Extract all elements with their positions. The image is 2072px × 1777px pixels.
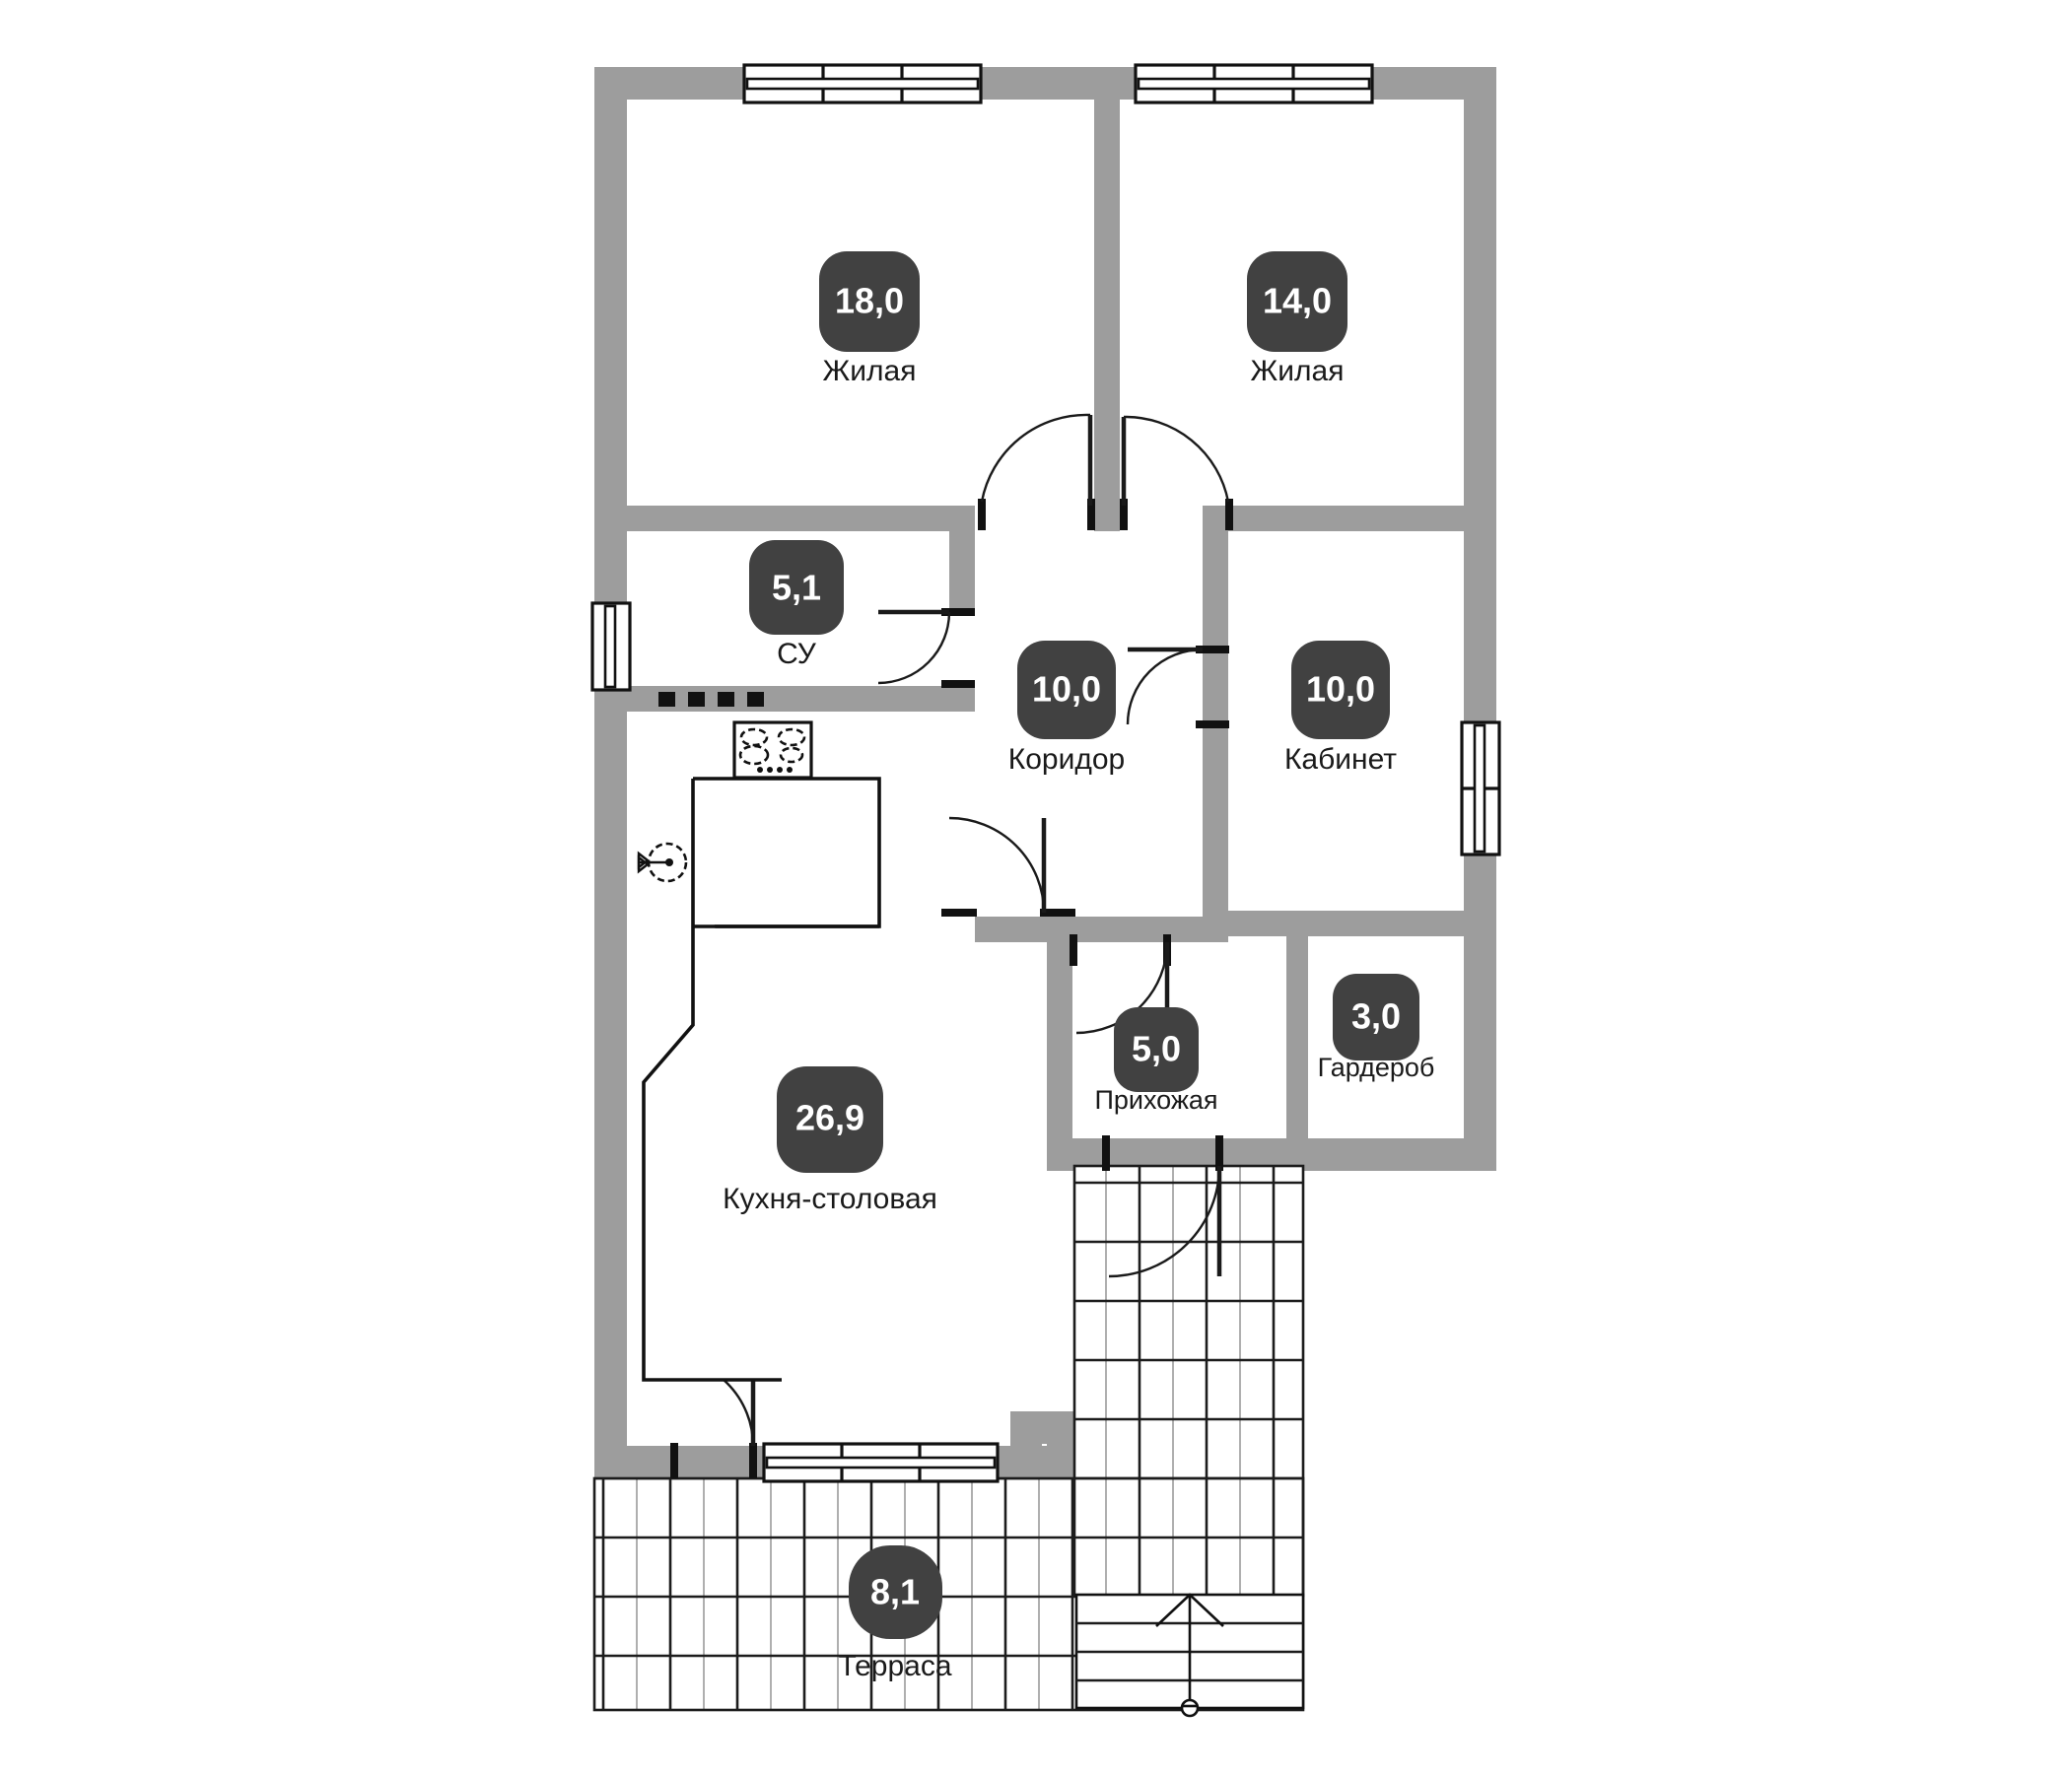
- room-terrace[interactable]: 8,1 Терраса: [838, 1545, 952, 1682]
- window-bottom-kitchen: [762, 1442, 1000, 1483]
- area-badge: [1333, 974, 1419, 1060]
- area-value: 5,1: [772, 568, 821, 608]
- area-value: 3,0: [1351, 996, 1401, 1037]
- area-value: 14,0: [1263, 281, 1332, 321]
- room-name: Прихожая: [1094, 1085, 1217, 1115]
- interior-wall-corridor-bottom: [1072, 917, 1228, 942]
- area-badge: [749, 540, 844, 635]
- room-name: Кухня-столовая: [723, 1183, 937, 1215]
- area-badge: [819, 251, 920, 352]
- room-name: Коридор: [1008, 743, 1125, 776]
- area-badge: [1247, 251, 1347, 352]
- window-right-study: [1460, 720, 1501, 856]
- window-top-left: [742, 63, 983, 104]
- stove-cooktop: [732, 720, 813, 780]
- door-bathroom: [877, 608, 975, 688]
- room-living-18[interactable]: 18,0 Жилая: [819, 251, 920, 387]
- door-living-14: [1120, 415, 1233, 530]
- room-name: Кабинет: [1284, 743, 1397, 776]
- area-badge: [849, 1545, 942, 1639]
- room-wardrobe[interactable]: 3,0 Гардероб: [1318, 974, 1435, 1082]
- room-corridor[interactable]: 10,0 Коридор: [1008, 641, 1125, 776]
- room-name: Жилая: [1251, 355, 1345, 387]
- room-name: СУ: [777, 638, 817, 670]
- room-name: Жилая: [823, 355, 917, 387]
- area-value: 18,0: [835, 281, 904, 321]
- room-hallway[interactable]: 5,0 Прихожая: [1094, 1007, 1218, 1115]
- area-value: 8,1: [870, 1572, 920, 1612]
- room-bathroom[interactable]: 5,1 СУ: [749, 540, 844, 670]
- entrance-stairs: [1074, 1593, 1305, 1718]
- area-badge: [1291, 641, 1390, 739]
- room-annotations: 18,0 Жилая 14,0 Жилая 5,1 СУ 10,0 Коридо…: [723, 251, 1434, 1682]
- area-value: 26,9: [795, 1098, 864, 1138]
- area-value: 10,0: [1032, 669, 1101, 710]
- room-name: Гардероб: [1318, 1053, 1435, 1082]
- door-study: [1126, 646, 1229, 728]
- area-value: 5,0: [1132, 1029, 1181, 1069]
- window-top-right: [1134, 63, 1374, 104]
- room-living-14[interactable]: 14,0 Жилая: [1247, 251, 1347, 387]
- area-badge: [777, 1066, 883, 1173]
- vent-marks: [658, 692, 764, 707]
- area-value: 10,0: [1306, 669, 1375, 710]
- kitchen-counter: [642, 777, 881, 1382]
- room-name: Терраса: [838, 1650, 951, 1682]
- door-kitchen: [941, 816, 1075, 917]
- door-living-18: [978, 413, 1095, 530]
- kitchen-sink: [637, 842, 688, 883]
- room-kitchen[interactable]: 26,9 Кухня-столовая: [723, 1066, 937, 1215]
- area-badge: [1114, 1007, 1199, 1092]
- room-study[interactable]: 10,0 Кабинет: [1284, 641, 1397, 776]
- area-badge: [1017, 641, 1116, 739]
- door-entrance: [1102, 1135, 1223, 1278]
- window-left-bathroom: [590, 601, 632, 692]
